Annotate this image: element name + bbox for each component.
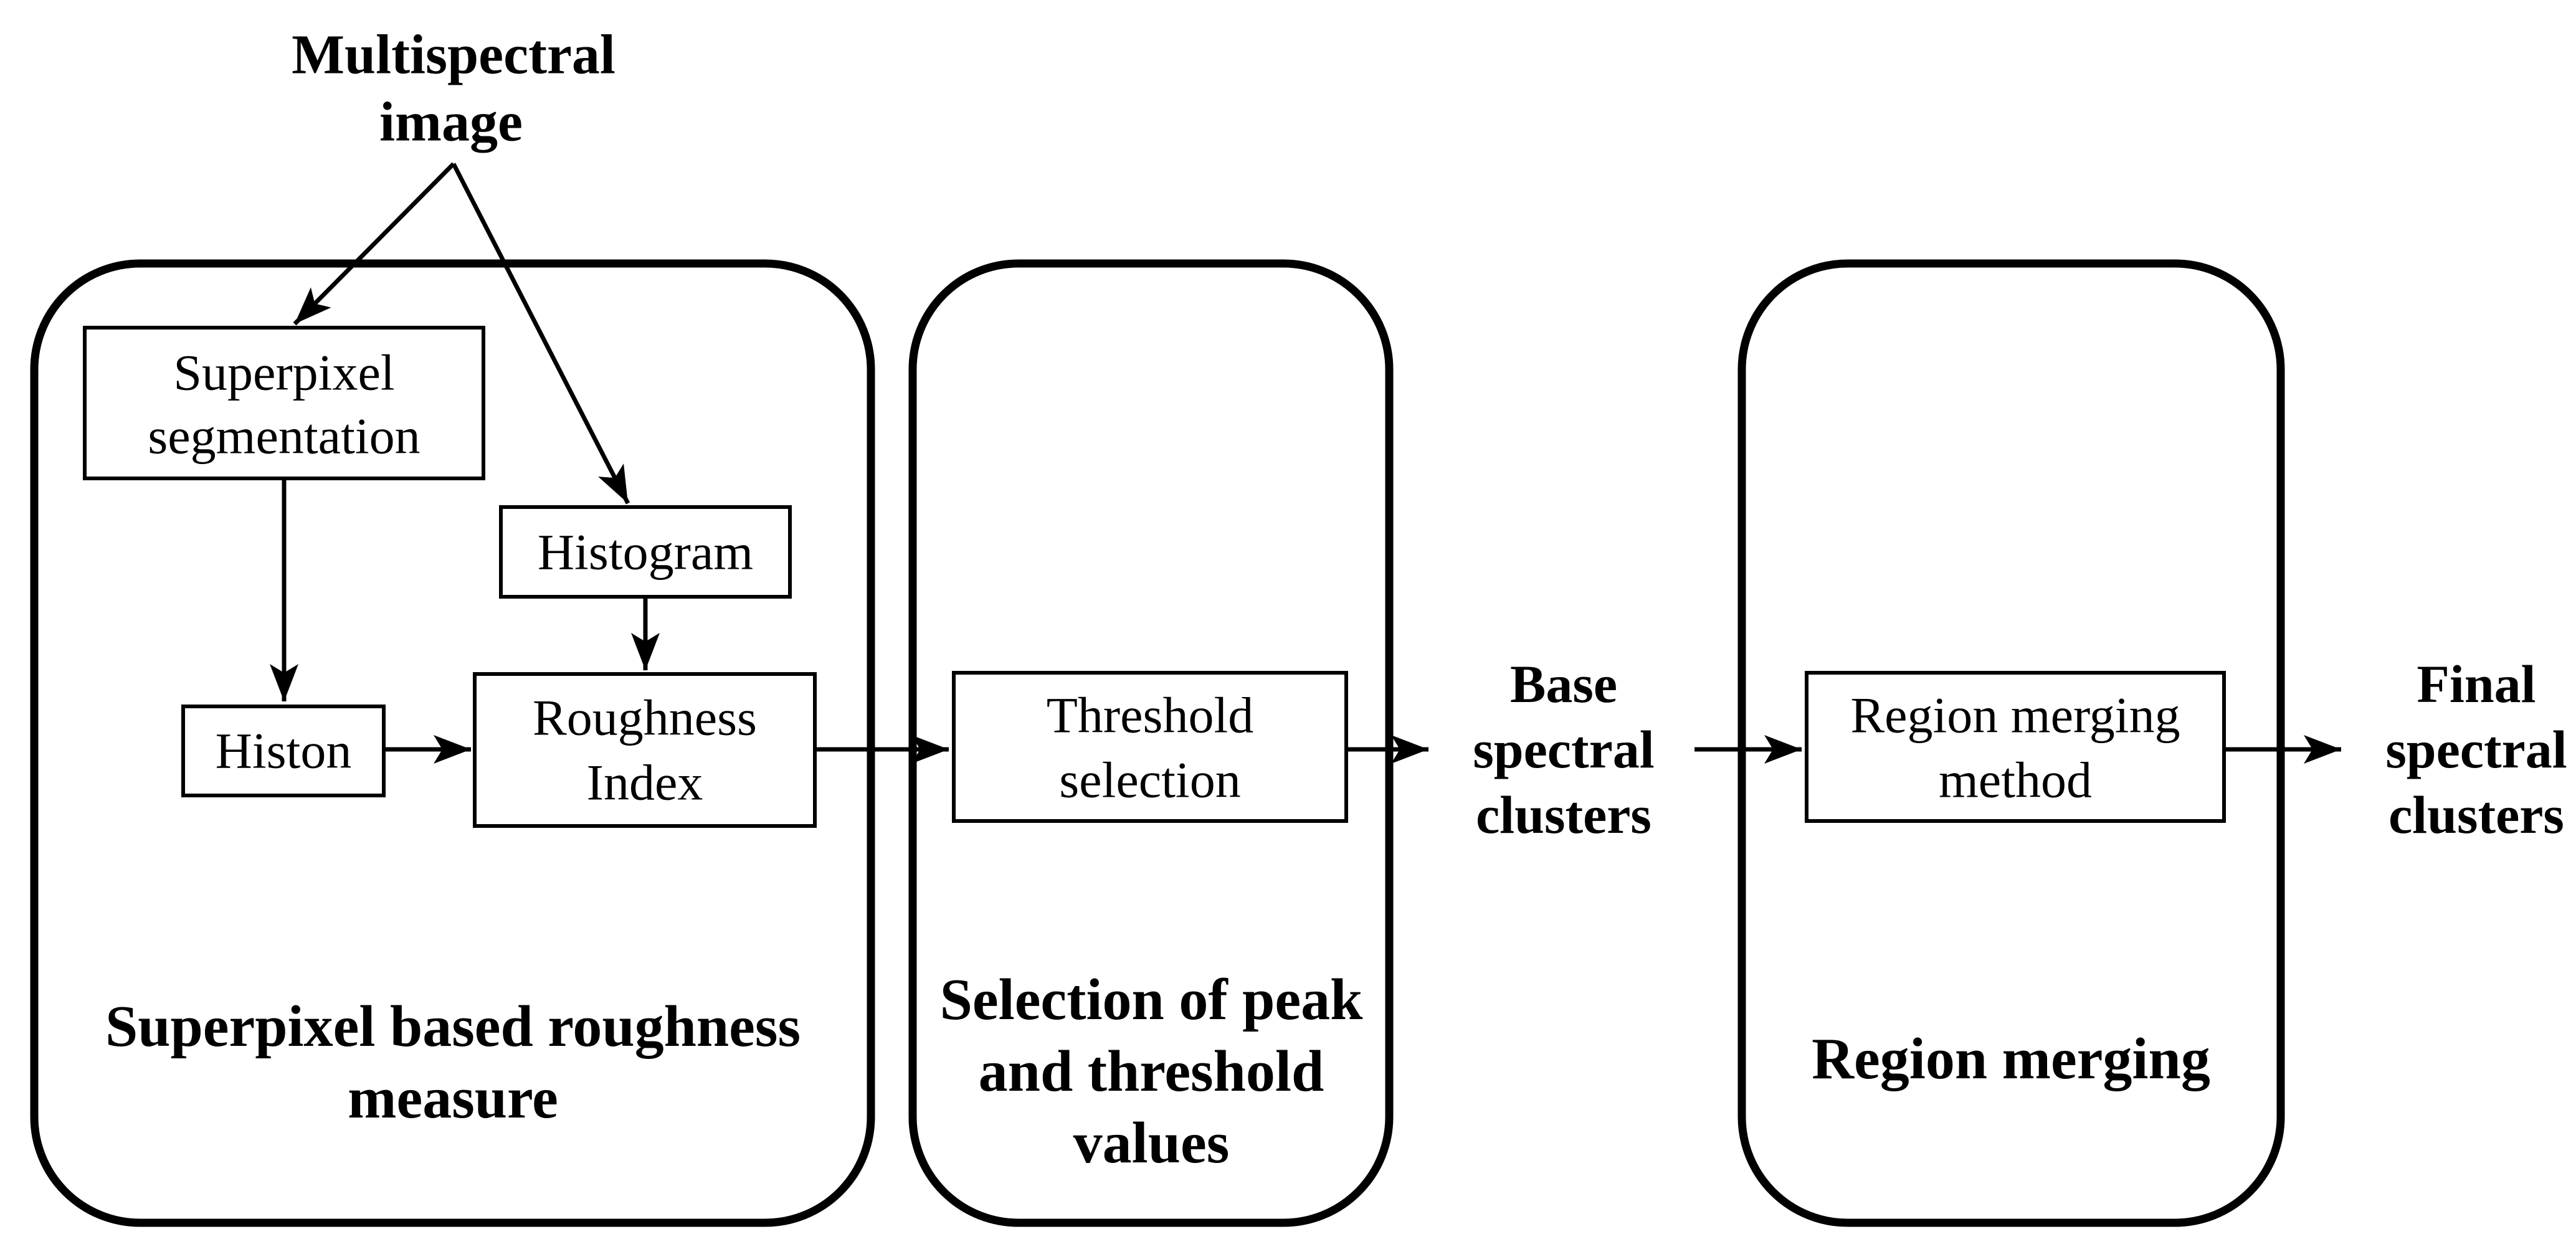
node-histon-label: Histon: [216, 723, 352, 779]
input-label-line1: Multispectral: [292, 24, 615, 86]
label-final-spectral-clusters: Final spectral clusters: [2385, 654, 2567, 845]
node-threshold-selection: Threshold selection: [952, 671, 1348, 823]
node-roughness-index-label-line1: Roughness: [533, 690, 757, 746]
node-histogram-label: Histogram: [538, 524, 753, 581]
node-region-merging-method-label-line1: Region merging: [1850, 687, 2180, 744]
node-threshold-selection-label-line1: Threshold: [1047, 687, 1253, 744]
stage3-caption-line1: Region merging: [1812, 1027, 2210, 1091]
arrow-multispectral-to-superpixel: [293, 162, 455, 326]
node-histogram: Histogram: [499, 505, 792, 599]
node-region-merging-method: Region merging method: [1805, 671, 2226, 823]
node-roughness-index-label-line2: Index: [587, 754, 703, 811]
stage2-caption-line2: and threshold: [979, 1039, 1324, 1104]
stage1-caption-line1: Superpixel based roughness: [105, 994, 801, 1059]
node-superpixel-segmentation: Superpixel segmentation: [83, 326, 485, 480]
final-clusters-line2: spectral: [2385, 719, 2567, 779]
node-superpixel-segmentation-label-line1: Superpixel: [173, 344, 394, 401]
final-clusters-line3: clusters: [2388, 785, 2564, 845]
arrow-multispectral-to-histogram: [451, 163, 630, 505]
node-roughness-index-box: [473, 672, 817, 828]
label-base-spectral-clusters: Base spectral clusters: [1473, 654, 1654, 845]
final-clusters-line1: Final: [2417, 654, 2536, 714]
stage2-caption-line3: values: [1073, 1111, 1230, 1175]
base-clusters-line1: Base: [1510, 654, 1617, 714]
node-region-merging-method-label-line2: method: [1939, 752, 2092, 809]
node-threshold-selection-box: [952, 671, 1348, 823]
node-superpixel-segmentation-box: [83, 326, 485, 480]
node-histon: Histon: [181, 705, 386, 797]
stage1-caption: Superpixel based roughness measure: [105, 994, 801, 1131]
container-region-merging-stage: [1737, 259, 2285, 1227]
node-histogram-box: [499, 505, 792, 599]
input-label-line2: image: [379, 92, 523, 153]
container-superpixel-roughness-stage: [30, 259, 875, 1227]
base-clusters-line2: spectral: [1473, 719, 1654, 779]
base-clusters-line3: clusters: [1476, 785, 1652, 845]
node-superpixel-segmentation-label-line2: segmentation: [148, 408, 420, 465]
node-threshold-selection-label-line2: selection: [1059, 752, 1240, 809]
stage1-caption-line2: measure: [348, 1066, 558, 1131]
node-region-merging-method-box: [1805, 671, 2226, 823]
stage3-caption: Region merging: [1812, 1027, 2210, 1091]
stage2-caption: Selection of peak and threshold values: [940, 967, 1364, 1175]
stage2-caption-line1: Selection of peak: [940, 967, 1364, 1032]
node-roughness-index: Roughness Index: [473, 672, 817, 828]
node-histon-box: [181, 705, 386, 797]
